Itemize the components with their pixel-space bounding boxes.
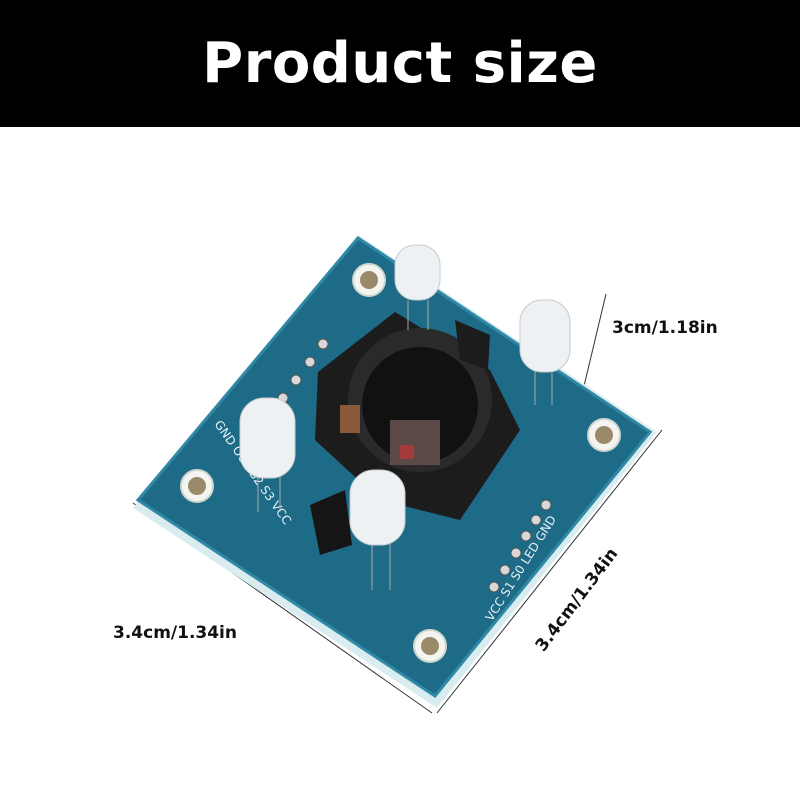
title-banner: Product size [0,0,800,127]
led [519,299,571,405]
depth-dimension-line [436,429,663,714]
led [239,397,296,512]
height-dimension-label: 3cm/1.18in [612,318,718,338]
led [394,244,441,330]
led [349,469,406,590]
width-dimension-label: 3.4cm/1.34in [113,623,237,643]
leds [239,244,571,590]
pcb-board: GND OUT S2 S3 VCC VCC S1 S0 LED GND [133,235,657,708]
sensor-lens-housing [310,312,520,555]
page-title: Product size [202,31,598,96]
